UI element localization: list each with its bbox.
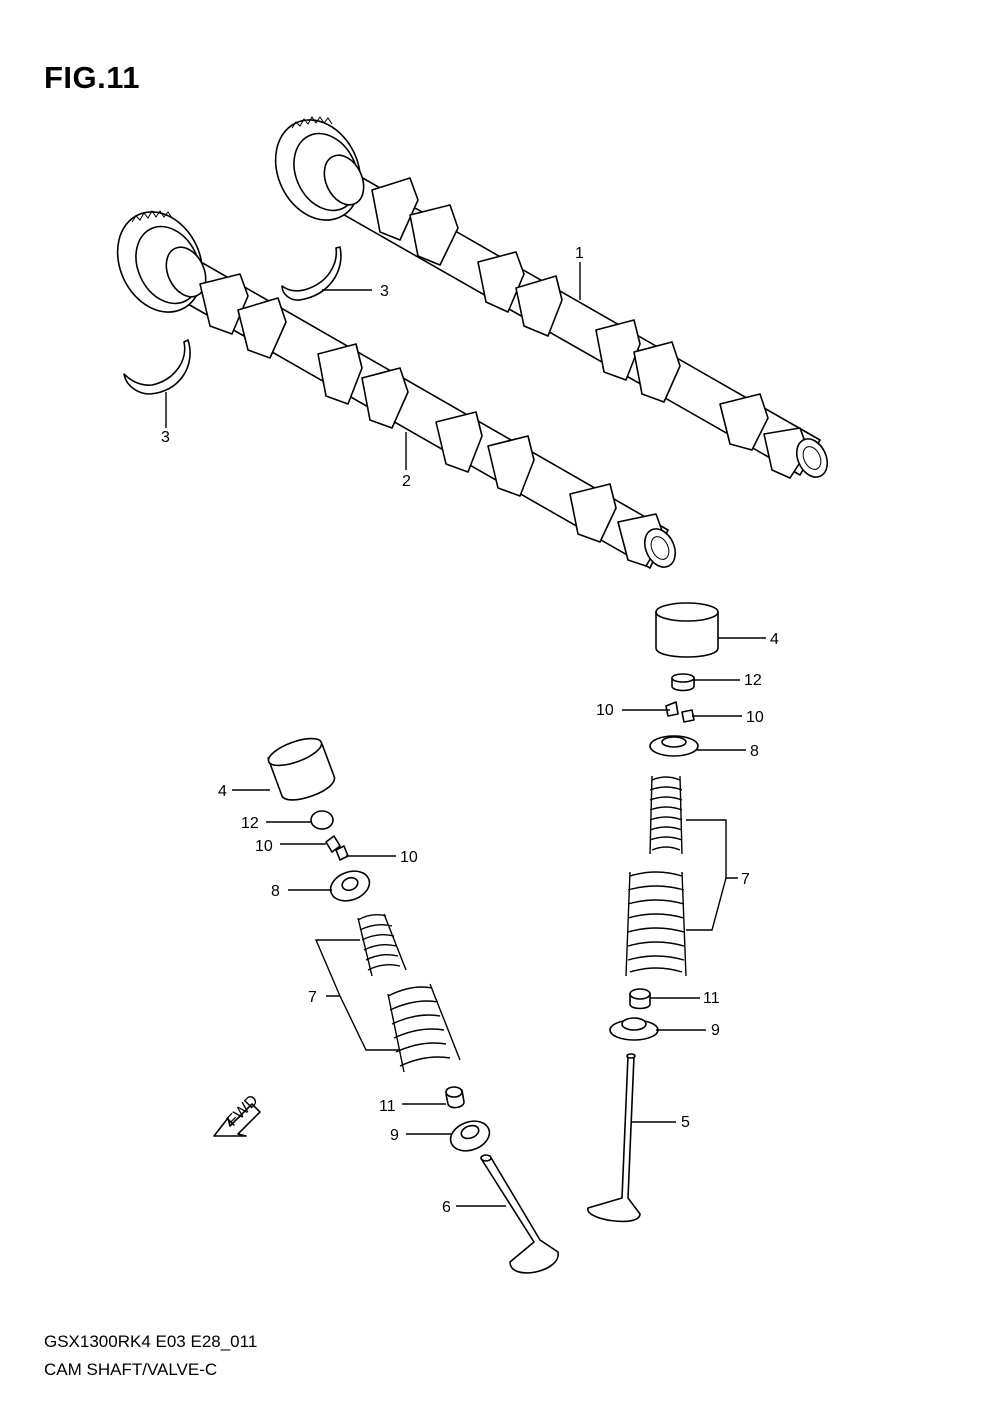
shim-12-right[interactable] [671,673,695,692]
figure-title: FIG.11 [44,60,141,95]
callout-10-left-b: 10 [400,849,418,866]
callout-2: 2 [402,473,411,490]
clip-3-upper[interactable] [281,246,342,301]
callout-12-right: 12 [744,672,762,689]
model-code: GSX1300RK4 E03 E28_011 [44,1332,258,1351]
callout-3-upper: 3 [380,283,389,300]
callout-11-right: 11 [703,990,720,1007]
spring-7-right-inner[interactable] [649,775,683,855]
cotter-10-left[interactable] [325,835,349,861]
callout-9-left: 9 [390,1127,399,1144]
callout-12-left: 12 [241,815,259,832]
callout-4-right: 4 [770,631,779,648]
leader-lines [165,262,766,1207]
callout-11-left: 11 [379,1098,396,1115]
spring-7-left-outer[interactable] [387,983,461,1073]
spring-7-left-inner[interactable] [357,913,407,977]
tappet-4-right[interactable] [655,602,719,658]
callout-8-right: 8 [750,743,759,760]
seat-9-right[interactable] [609,1017,659,1041]
diagram-caption: CAM SHAFT/VALVE-C [44,1360,218,1379]
seat-9-left[interactable] [446,1116,493,1156]
seal-11-right[interactable] [629,988,651,1010]
callout-4-left: 4 [218,783,227,800]
callout-6: 6 [442,1199,451,1216]
callout-10-right-a: 10 [596,702,614,719]
cotter-10-right[interactable] [665,701,695,723]
shim-12-left[interactable] [310,810,334,830]
spring-7-right-outer[interactable] [625,871,687,977]
callout-5: 5 [681,1114,690,1131]
callout-1: 1 [575,245,584,262]
camshaft-1[interactable] [260,106,833,482]
callout-7-right: 7 [741,871,750,888]
clip-3-lower[interactable] [123,339,191,395]
retainer-8-left[interactable] [326,866,373,906]
callout-8-left: 8 [271,883,280,900]
tappet-4-left[interactable] [265,733,335,801]
valve-5[interactable] [587,1053,641,1223]
callout-9-right: 9 [711,1022,720,1039]
seal-11-left[interactable] [445,1086,465,1109]
valve-6[interactable] [480,1154,559,1274]
callout-3-lower: 3 [161,429,170,446]
callout-10-right-b: 10 [746,709,764,726]
fwd-arrow-icon: FWD [213,1092,262,1137]
callout-10-left-a: 10 [255,838,273,855]
camshaft-2[interactable] [102,198,681,572]
retainer-8-right[interactable] [649,735,699,757]
callout-7-left: 7 [308,989,317,1006]
